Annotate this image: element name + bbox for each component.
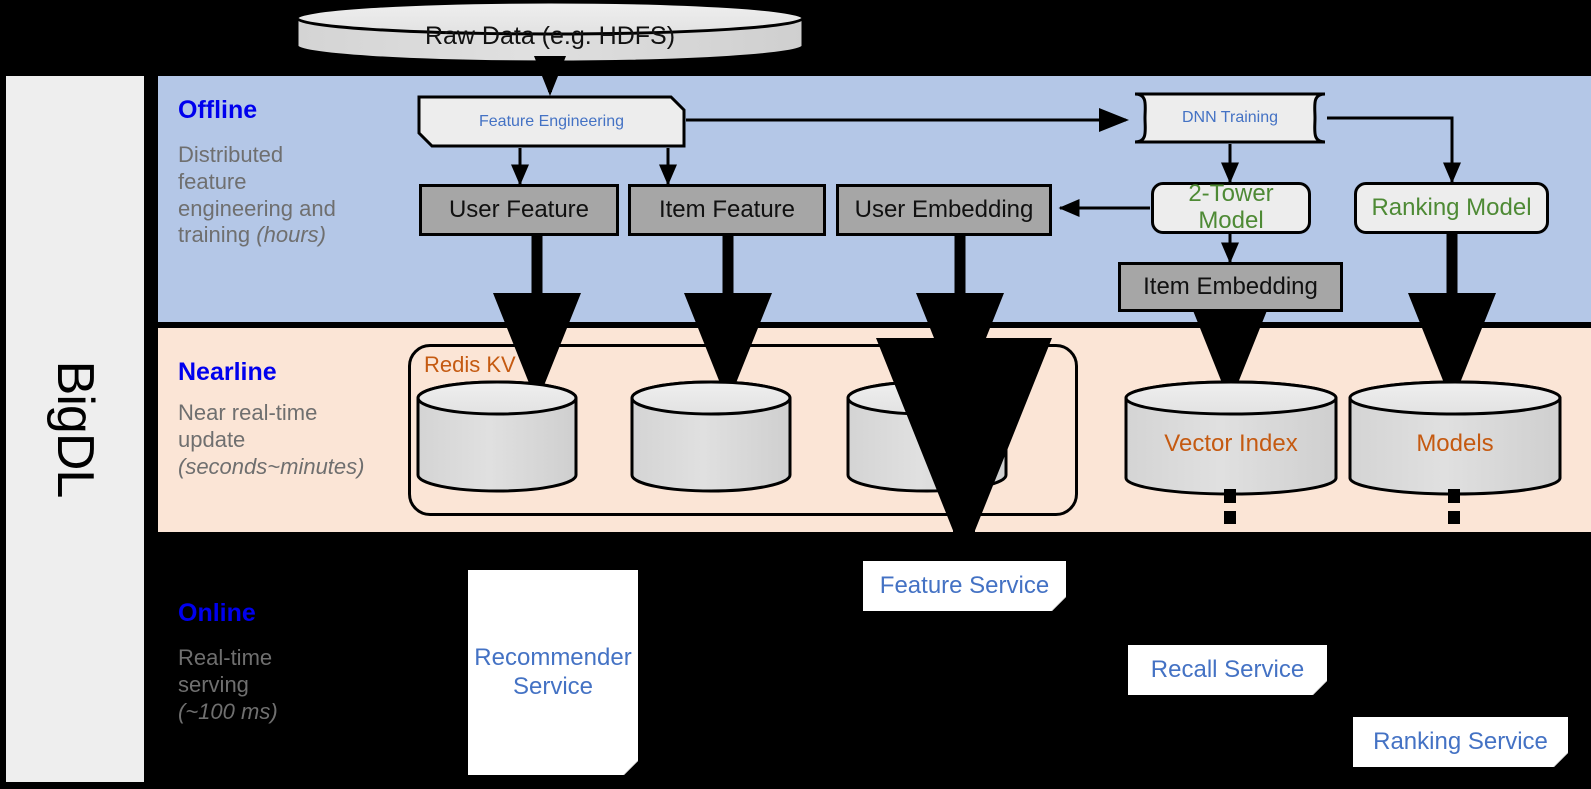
nearline-subtitle: Near real-time update (seconds~minutes)	[178, 400, 413, 480]
user-embedding-box[interactable]: User Embedding	[836, 184, 1052, 236]
offline-sub-l3: engineering and	[178, 195, 336, 221]
online-title: Online	[178, 599, 256, 627]
offline-sub-italic: (hours)	[256, 222, 326, 248]
online-sub-italic: (~100 ms)	[178, 698, 278, 724]
feature-service-box[interactable]: Feature Service	[863, 561, 1066, 611]
nearline-title: Nearline	[178, 358, 277, 386]
recommender-service-box[interactable]: Recommender Service	[468, 570, 638, 775]
recommender-service-line2: Service	[512, 672, 594, 700]
dnn-training-label: DNN Training	[1181, 109, 1279, 127]
nearline-sub-l2: update	[178, 426, 246, 452]
ranking-service-label: Ranking Service	[1373, 727, 1548, 755]
item-embedding-box[interactable]: Item Embedding	[1118, 262, 1343, 312]
feature-service-label: Feature Service	[879, 571, 1050, 599]
online-sub-l1: Real-time	[178, 645, 273, 670]
online-subtitle: Real-time serving (~100 ms)	[178, 645, 403, 725]
recall-service-box[interactable]: Recall Service	[1128, 645, 1327, 695]
item-feature-box[interactable]: Item Feature	[628, 184, 826, 236]
nearline-sub-italic: (seconds~minutes)	[178, 453, 365, 479]
offline-title: Offline	[178, 96, 258, 124]
nearline-online-separator	[158, 532, 1591, 538]
redis-kv-group	[408, 344, 1078, 516]
nearline-sub-l1: Near real-time	[178, 400, 318, 425]
feature-engineering-label: Feature Engineering	[479, 112, 624, 130]
user-feature-box[interactable]: User Feature	[419, 184, 619, 236]
vector-index-label: Vector Index	[1164, 430, 1298, 457]
two-tower-model-box[interactable]: 2-Tower Model	[1151, 180, 1311, 234]
ranking-model-box[interactable]: Ranking Model	[1354, 182, 1549, 234]
online-sub-l2: serving	[178, 671, 249, 697]
offline-sub-l4: training	[178, 222, 257, 248]
offline-nearline-separator	[158, 322, 1591, 328]
redis-kv-label: Redis KV	[424, 352, 516, 377]
offline-subtitle: Distributed feature engineering and trai…	[178, 142, 403, 249]
offline-sub-l2: feature	[178, 168, 247, 194]
raw-data-label: Raw Data (e.g. HDFS)	[424, 22, 676, 50]
recommender-service-line1: Recommender	[474, 643, 632, 671]
bigdl-sidebar: BigDL	[6, 76, 144, 782]
bigdl-label: BigDL	[46, 360, 104, 498]
recall-service-label: Recall Service	[1150, 655, 1305, 683]
offline-sub-l1: Distributed	[178, 142, 284, 167]
ranking-service-box[interactable]: Ranking Service	[1353, 717, 1568, 767]
models-label: Models	[1416, 430, 1494, 457]
